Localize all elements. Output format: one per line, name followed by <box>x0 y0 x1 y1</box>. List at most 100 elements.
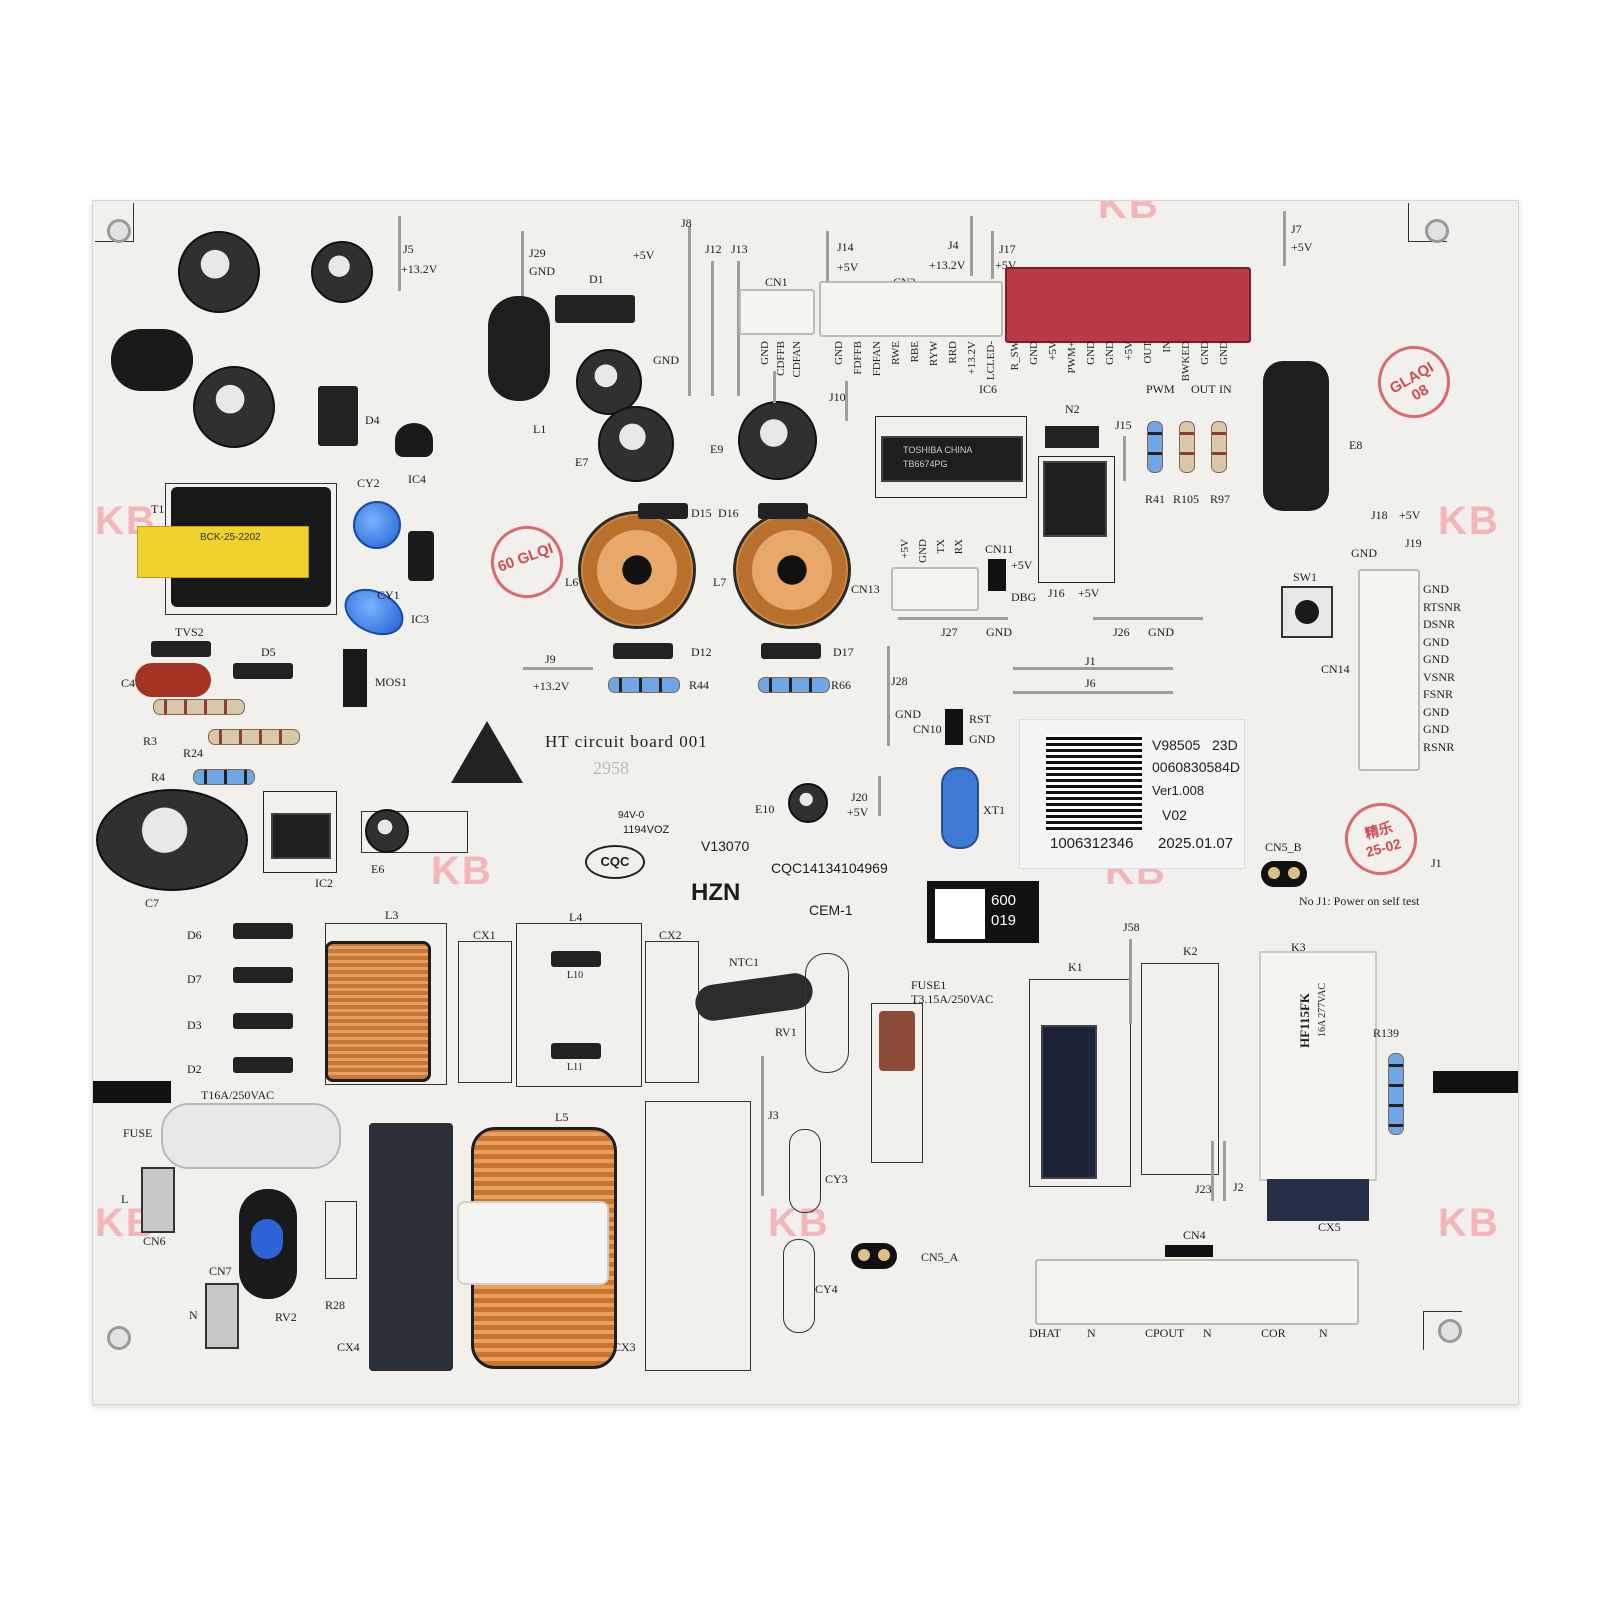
y-capacitor <box>353 501 401 549</box>
j18-voltage: +5V <box>1399 508 1421 522</box>
silk-bar <box>93 1081 171 1103</box>
y-capacitor <box>337 579 411 645</box>
xt1-label: XT1 <box>983 803 1005 817</box>
e8-capacitor <box>1263 361 1329 511</box>
cn4-connector[interactable] <box>1035 1259 1359 1325</box>
cn10-header[interactable] <box>945 709 963 745</box>
electrolytic-capacitor <box>193 366 275 448</box>
j1-right-label: J1 <box>1431 856 1442 870</box>
c7-label: C7 <box>145 896 160 910</box>
cn14-connector[interactable] <box>1358 569 1420 771</box>
pin-label: +5V <box>1047 341 1059 361</box>
pin-label: GND <box>917 539 929 563</box>
j5-voltage: +13.2V <box>401 262 438 276</box>
ntc1-label: NTC1 <box>729 955 759 969</box>
cn3-connector[interactable] <box>1005 267 1251 343</box>
ic3-label: IC3 <box>411 612 429 626</box>
jumper-wire <box>1283 211 1286 266</box>
qr-code <box>1046 734 1142 830</box>
j5-label: J5 <box>403 242 414 256</box>
j20-label: J20 <box>851 790 868 804</box>
jumper-wire <box>1129 939 1132 1024</box>
qc-stamp: GLAQI 08 <box>1364 332 1464 432</box>
cn13-connector[interactable] <box>891 567 979 611</box>
pin-label: RSNR <box>1423 739 1455 754</box>
t1-label: T1 <box>151 502 165 516</box>
jumper-wire <box>845 381 848 421</box>
cn11-dbg: DBG <box>1011 590 1037 604</box>
cn5a-pads[interactable] <box>851 1243 897 1269</box>
pin-label: RBE <box>909 341 921 363</box>
board-title: HT circuit board 001 <box>545 732 708 751</box>
electrolytic-capacitor <box>738 401 817 480</box>
cn5b-pads[interactable] <box>1261 861 1307 887</box>
pin-label: RWE <box>890 341 902 365</box>
common-mode-choke <box>325 941 431 1082</box>
tvs2-label: TVS2 <box>175 625 204 639</box>
r44-label: R44 <box>689 678 710 692</box>
k3-label: K3 <box>1291 940 1306 954</box>
ul-note: 94V-0 <box>618 810 645 821</box>
pin-label: GND <box>1423 652 1449 666</box>
j3-label: J3 <box>768 1108 779 1122</box>
cqc-mark: CQC <box>585 845 645 879</box>
jumper-wire <box>398 216 401 291</box>
sticker-code: 23D <box>1212 737 1238 753</box>
ic2-label: IC2 <box>315 876 333 890</box>
pin-label: R_SW <box>1009 341 1021 371</box>
cem-label: CEM-1 <box>809 902 853 918</box>
tvs-diode <box>151 641 211 657</box>
l-terminal[interactable] <box>141 1167 175 1233</box>
sticker-revision: V02 <box>1162 807 1187 823</box>
j16-voltage: +5V <box>1078 586 1100 600</box>
d7-label: D7 <box>187 972 202 986</box>
diode <box>555 295 635 323</box>
pin-label: GND <box>1423 634 1449 649</box>
n-terminal[interactable] <box>205 1283 239 1349</box>
pin-label: DHAT <box>1029 1326 1061 1340</box>
j2-label: J2 <box>1233 1180 1244 1194</box>
ic4-transistor <box>395 423 433 457</box>
watermark: KB <box>1438 1201 1500 1245</box>
j19-gnd: GND <box>1351 546 1377 560</box>
cn11-voltage: +5V <box>1011 558 1033 572</box>
cn11-header[interactable] <box>988 559 1006 591</box>
cn5a-label: CN5_A <box>921 1250 959 1264</box>
e6-outline <box>361 811 468 853</box>
version-code: V13070 <box>701 838 750 854</box>
n2-label: N2 <box>1065 402 1080 416</box>
fuse1-label: FUSE1 <box>911 978 947 992</box>
jumper-wire <box>887 646 890 746</box>
cn2-connector[interactable] <box>819 281 1003 337</box>
j7-label: J7 <box>1291 222 1302 236</box>
pin-label: DSNR <box>1423 617 1456 631</box>
r66-label: R66 <box>831 678 852 692</box>
jumper-wire <box>761 1056 764 1196</box>
j1-label: J1 <box>1085 654 1096 668</box>
j18-label: J18 <box>1371 508 1388 522</box>
resistor <box>1388 1053 1404 1135</box>
diode <box>613 643 673 659</box>
cn6-label: CN6 <box>143 1234 166 1248</box>
ic6-label: IC6 <box>979 382 997 396</box>
jumper-wire <box>970 216 973 276</box>
electrolytic-capacitor <box>598 406 674 482</box>
electrolytic-capacitor <box>576 349 642 415</box>
brand-label: HZN <box>691 879 741 906</box>
pin-label: RX <box>953 539 965 555</box>
reset-switch[interactable] <box>1281 586 1333 638</box>
jumper-wire <box>711 261 714 396</box>
j19-label: J19 <box>1405 536 1422 550</box>
resistor <box>208 729 300 745</box>
pin-label: GND <box>1218 341 1230 365</box>
mounting-hole <box>107 219 131 243</box>
cn1-connector[interactable] <box>739 289 815 335</box>
k2-label: K2 <box>1183 944 1198 958</box>
pin-label: GND <box>833 341 845 365</box>
pin-label: CPOUT <box>1145 1326 1185 1340</box>
j27-label: J27 <box>941 625 958 639</box>
jumper-wire <box>1123 436 1126 481</box>
n2-pins <box>1045 426 1099 448</box>
